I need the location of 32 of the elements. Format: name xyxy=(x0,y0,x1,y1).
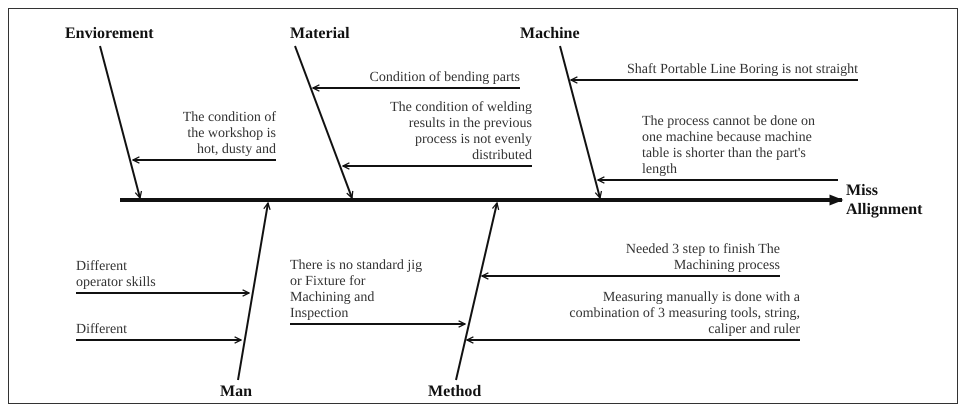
cause-label: Measuring manually is done with a combination of 3 measuring tools, string, caliper and ruler xyxy=(530,290,800,338)
arrow xyxy=(481,272,780,280)
category-label: Enviorement xyxy=(65,24,195,43)
arrow xyxy=(99,46,142,199)
category-label: Material xyxy=(290,24,390,43)
arrow xyxy=(312,84,520,92)
cause-label: Needed 3 step to finish The Machining process xyxy=(610,242,780,274)
effect-label: Miss Allignment xyxy=(846,181,956,219)
cause-label: The process cannot be done on one machine because machine table is shorter than the part's length xyxy=(642,114,838,178)
cause-label: Shaft Portable Line Boring is not straight xyxy=(618,62,858,78)
arrow xyxy=(342,162,532,170)
arrow xyxy=(76,336,242,344)
arrow xyxy=(132,156,276,164)
cause-label: The condition of the workshop is hot, dusty and xyxy=(180,110,276,158)
cause-label: The condition of welding results in the previous process is not evenly distributed xyxy=(387,100,532,164)
category-label: Man xyxy=(220,382,260,401)
arrow xyxy=(559,46,602,199)
arrow xyxy=(290,320,466,328)
spine-arrow xyxy=(120,194,844,206)
cause-label: There is no standard jig or Fixture for Machining and Inspection xyxy=(290,258,425,322)
arrow xyxy=(597,176,838,184)
arrow xyxy=(76,289,250,297)
cause-label: Condition of bending parts xyxy=(360,70,520,86)
arrow xyxy=(455,202,500,380)
arrow xyxy=(466,336,800,344)
cause-label: Different operator skills xyxy=(76,259,176,291)
category-label: Method xyxy=(428,382,498,401)
arrow xyxy=(237,202,271,380)
cause-label: Different xyxy=(76,322,146,338)
arrow xyxy=(294,46,354,199)
category-label: Machine xyxy=(520,24,620,43)
arrow xyxy=(570,76,858,84)
